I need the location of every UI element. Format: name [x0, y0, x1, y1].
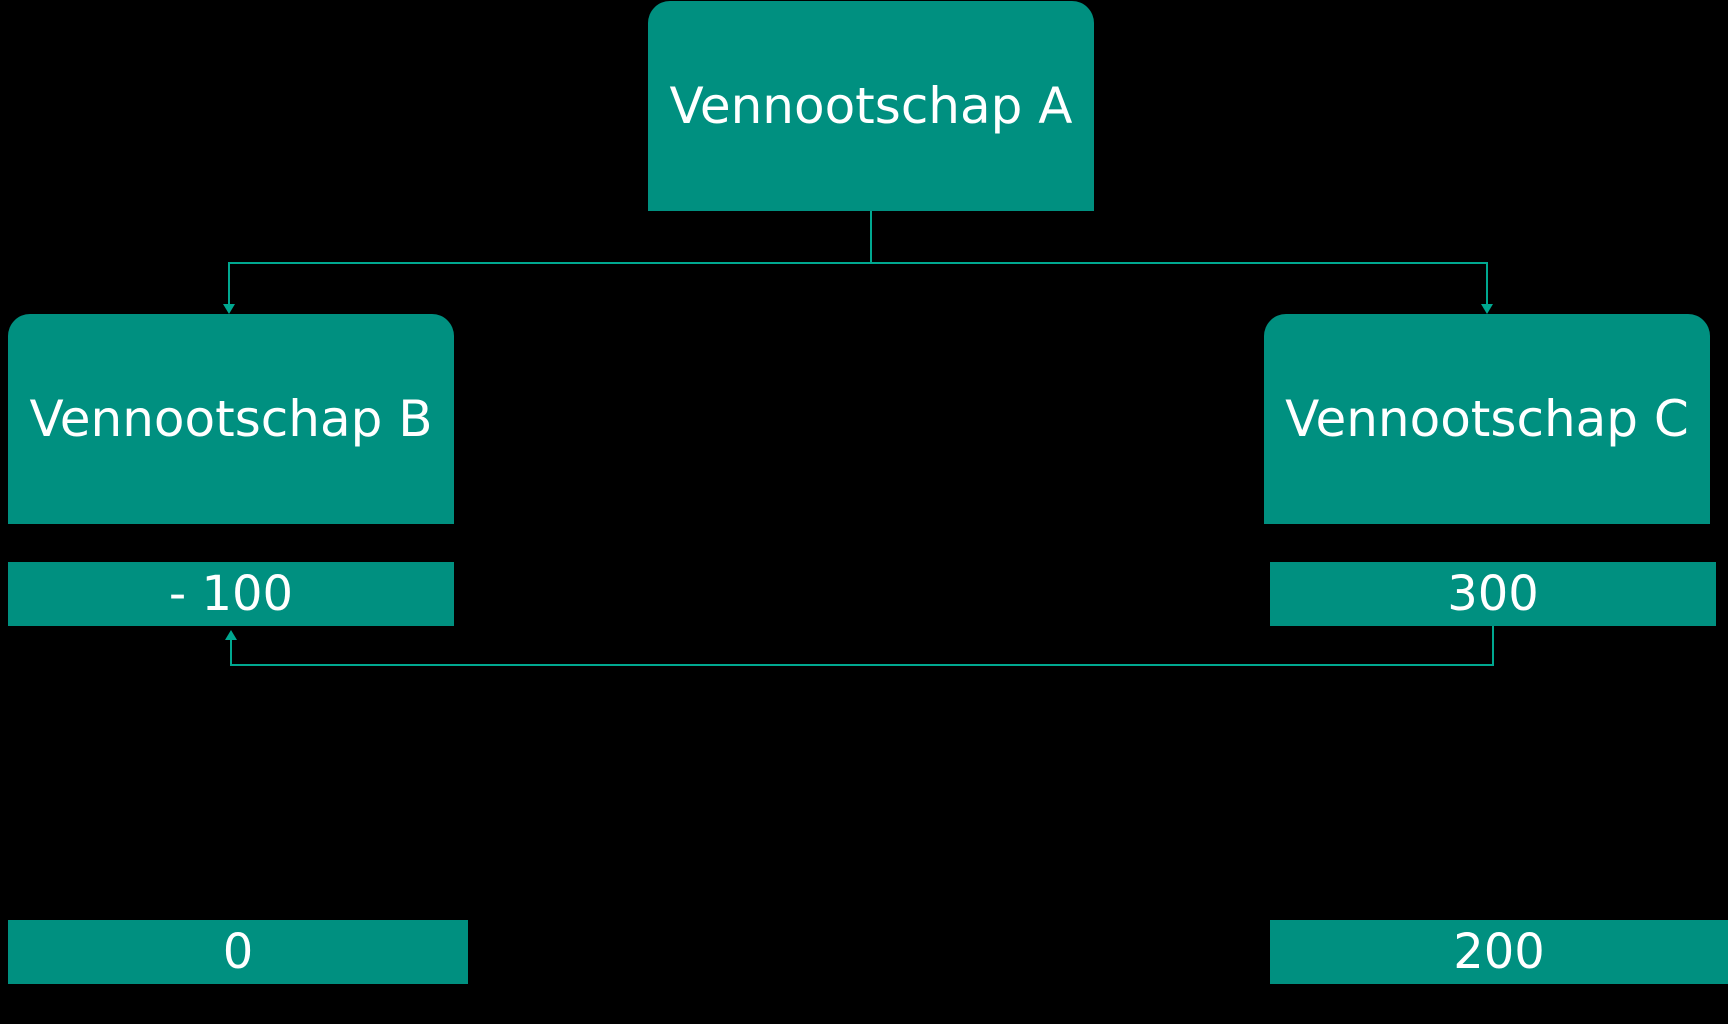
node-c-label: Vennootschap C	[1285, 390, 1689, 448]
value-b-before: - 100	[8, 562, 454, 626]
node-b-label: Vennootschap B	[29, 390, 433, 448]
node-vennootschap-c: Vennootschap C	[1264, 314, 1710, 524]
node-a-label: Vennootschap A	[669, 77, 1073, 135]
edge-a-to-b	[228, 211, 872, 306]
node-vennootschap-b: Vennootschap B	[8, 314, 454, 524]
arrowhead-b-value-icon	[225, 630, 237, 640]
arrowhead-b-icon	[223, 304, 235, 314]
value-b-before-text: - 100	[168, 566, 294, 622]
value-c-after: 200	[1270, 920, 1728, 984]
edge-a-to-c	[871, 262, 1488, 306]
value-c-before-text: 300	[1447, 566, 1539, 622]
edge-c-to-b	[230, 626, 1494, 666]
value-c-before: 300	[1270, 562, 1716, 626]
node-vennootschap-a: Vennootschap A	[648, 1, 1094, 211]
value-c-after-text: 200	[1453, 924, 1545, 980]
value-b-after-text: 0	[222, 924, 254, 980]
arrowhead-c-icon	[1481, 304, 1493, 314]
value-b-after: 0	[8, 920, 468, 984]
